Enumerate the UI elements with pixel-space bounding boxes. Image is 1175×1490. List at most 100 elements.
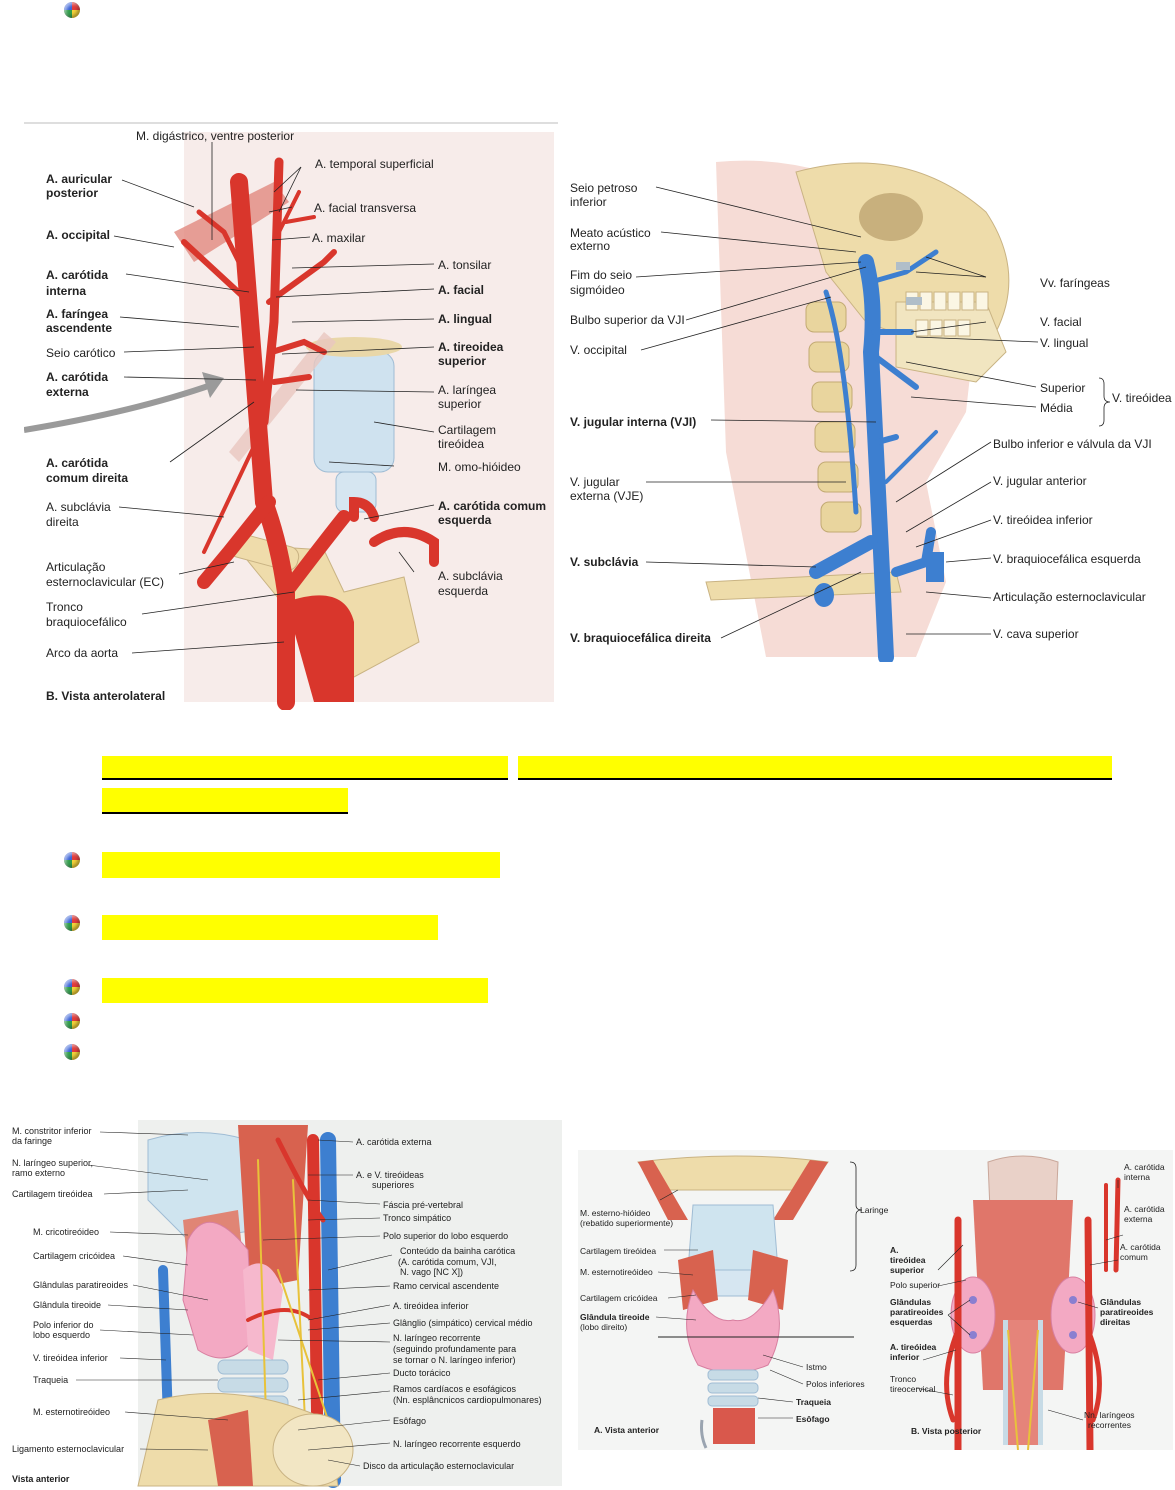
anatomy-label: A. carótida (1124, 1162, 1165, 1172)
bullet-icon (64, 852, 80, 868)
anatomy-label: Traqueia (33, 1375, 68, 1385)
anatomy-label: Bulbo superior da VJI (570, 313, 685, 327)
figure2-labels: Seio petroso inferior Meato acústico ext… (570, 181, 1172, 645)
anatomy-label: da faringe (12, 1136, 52, 1146)
anatomy-label: A. maxilar (312, 231, 365, 245)
bullet-icon (64, 2, 80, 18)
highlight-bar-4 (102, 852, 500, 878)
figure3-labels: M. constritor inferior da faringe A. car… (12, 1126, 542, 1484)
anatomy-label: N. laríngeo superior, (12, 1158, 93, 1168)
anatomy-label: M. esternotireóideo (580, 1267, 653, 1277)
anatomy-label: Esôfago (796, 1414, 830, 1424)
anatomy-label: se tornar o N. laríngeo inferior) (393, 1355, 516, 1365)
anatomy-label: A. subclávia (46, 500, 111, 514)
anatomy-label: Conteúdo da bainha carótica (400, 1246, 515, 1256)
anatomy-label: inferior (890, 1352, 920, 1362)
anatomy-label: N. laríngeo recorrente esquerdo (393, 1439, 521, 1449)
anatomy-label: V. occipital (570, 343, 627, 357)
anatomy-label: Tronco (890, 1374, 916, 1384)
figure-veins-lateral: Seio petroso inferior Meato acústico ext… (566, 152, 1172, 662)
anatomy-label: A. carótida (1124, 1204, 1165, 1214)
anatomy-label: (seguindo profundamente para (393, 1344, 516, 1354)
anatomy-label: A. laríngea (438, 383, 496, 397)
anatomy-label: Polo inferior do (33, 1320, 94, 1330)
anatomy-label: A. carótida (46, 370, 108, 384)
anatomy-label: esternoclavicular (EC) (46, 575, 164, 589)
anatomy-label: paratireoides (890, 1307, 944, 1317)
anatomy-label: (Nn. esplâncnicos cardiopulmonares) (393, 1395, 542, 1405)
anatomy-label: Tronco simpático (383, 1213, 451, 1223)
anatomy-label: tireóidea (890, 1255, 926, 1265)
anatomy-label: A. carótida comum (438, 499, 546, 513)
anatomy-label: esquerda (438, 584, 488, 598)
figure1-labels: M. digástrico, ventre posterior A. auric… (46, 129, 546, 703)
anatomy-label: posterior (46, 186, 98, 200)
anatomy-label: A. facial transversa (314, 201, 416, 215)
bullet-icon (64, 979, 80, 995)
veins-illustration: Seio petroso inferior Meato acústico ext… (566, 152, 1172, 662)
anatomy-label: A. facial (438, 283, 484, 297)
anatomy-label: paratireoides (1100, 1307, 1154, 1317)
anatomy-label: externa (46, 385, 89, 399)
anatomy-label: recorrentes (1088, 1420, 1131, 1430)
figure4-labels: M. esterno-hióideo (rebatido superiormen… (580, 1162, 1165, 1436)
anatomy-label: V. braquiocefálica direita (570, 631, 711, 645)
anatomy-label: Disco da articulação esternoclavicular (363, 1461, 514, 1471)
anatomy-label: Articulação (46, 560, 106, 574)
anatomy-label: V. jugular interna (VJI) (570, 415, 696, 429)
anatomy-label: Média (1040, 401, 1073, 415)
anatomy-label: V. tireóidea inferior (33, 1353, 108, 1363)
anatomy-label: V. jugular (570, 475, 620, 489)
figure-arteries-anterolateral: M. digástrico, ventre posterior A. auric… (24, 122, 560, 710)
anatomy-label: A. carótida (46, 456, 108, 470)
anatomy-label: braquiocefálico (46, 615, 127, 629)
bullet-icon (64, 1044, 80, 1060)
anatomy-label: superiores (372, 1180, 415, 1190)
anatomy-label: A. lingual (438, 312, 492, 326)
anatomy-label: Glândula tireoide (33, 1300, 101, 1310)
anatomy-label: Vv. faríngeas (1040, 276, 1110, 290)
anatomy-label: V. facial (1040, 315, 1082, 329)
anatomy-label: Ramo cervical ascendente (393, 1281, 499, 1291)
anatomy-label: N. vago [NC X]) (400, 1267, 463, 1277)
anatomy-label: Ducto torácico (393, 1368, 451, 1378)
thyroid-dissection-illustration: M. constritor inferior da faringe A. car… (8, 1120, 564, 1488)
anatomy-label: direitas (1100, 1317, 1131, 1327)
anatomy-label: Cartilagem tireóidea (580, 1246, 656, 1256)
anatomy-label: inferior (570, 195, 607, 209)
anatomy-label: (lobo direito) (580, 1322, 627, 1332)
anatomy-label: Bulbo inferior e válvula da VJI (993, 437, 1152, 451)
anatomy-label: M. esternotireóideo (33, 1407, 110, 1417)
anatomy-label: M. omo-hióideo (438, 460, 521, 474)
anatomy-label: V. lingual (1040, 336, 1088, 350)
anatomy-label: V. tireóidea (1112, 391, 1172, 405)
anatomy-label: B. Vista posterior (911, 1426, 982, 1436)
anatomy-label: Meato acústico (570, 226, 651, 240)
anatomy-label: lobo esquerdo (33, 1330, 90, 1340)
anatomy-label: A. tireoidea (438, 340, 504, 354)
bullet-icon (64, 915, 80, 931)
anatomy-label: A. occipital (46, 228, 110, 242)
anatomy-label: A. temporal superficial (315, 157, 434, 171)
anatomy-label: Fáscia pré-vertebral (383, 1200, 463, 1210)
arteries-illustration: M. digástrico, ventre posterior A. auric… (24, 122, 560, 710)
anatomy-label: M. esterno-hióideo (580, 1208, 651, 1218)
anatomy-label: Fim do seio (570, 268, 632, 282)
anatomy-label: Polo superior do lobo esquerdo (383, 1231, 508, 1241)
anatomy-label: N. laríngeo recorrente (393, 1333, 481, 1343)
anatomy-label: Cartilagem (438, 423, 496, 437)
anatomy-label: A. Vista anterior (594, 1425, 660, 1435)
bullet-icon (64, 1013, 80, 1029)
anatomy-label: A. tonsilar (438, 258, 491, 272)
anatomy-label: A. tireóidea (890, 1342, 937, 1352)
anatomy-label: tireóidea (438, 437, 484, 451)
anatomy-label: A. faríngea (46, 307, 108, 321)
anatomy-label: ascendente (46, 321, 112, 335)
highlight-bar-2 (518, 756, 1112, 780)
anatomy-label: Glândulas paratireoides (33, 1280, 129, 1290)
anatomy-label: V. braquiocefálica esquerda (993, 552, 1141, 566)
anatomy-label: Nn. laríngeos (1084, 1410, 1135, 1420)
anatomy-label: A. carótida (1120, 1242, 1161, 1252)
anatomy-label: esquerdas (890, 1317, 933, 1327)
anatomy-label: Ligamento esternoclavicular (12, 1444, 124, 1454)
